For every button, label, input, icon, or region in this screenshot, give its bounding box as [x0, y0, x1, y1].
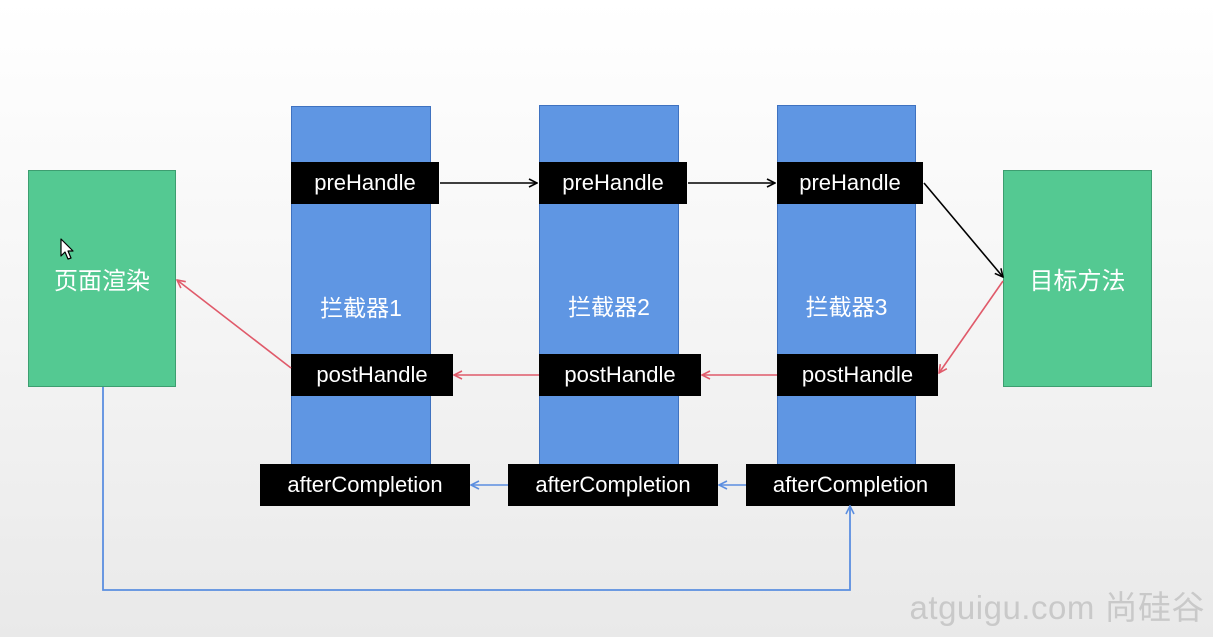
post-handle-2: postHandle	[539, 354, 701, 396]
post-handle-3: postHandle	[777, 354, 938, 396]
interceptor-3-label: 拦截器3	[805, 294, 888, 320]
target-method-label: 目标方法	[1029, 268, 1126, 295]
post-arrow-1-to-render	[177, 280, 292, 369]
after-arrow-render-to-3	[102, 387, 850, 591]
post-handle-1: postHandle	[291, 354, 453, 396]
page-render-box: 页面渲染	[28, 170, 176, 387]
interceptor-2-label: 拦截器2	[568, 294, 650, 320]
pre-handle-3: preHandle	[777, 162, 923, 204]
after-completion-2: afterCompletion	[508, 464, 718, 506]
mouse-cursor-icon	[60, 238, 74, 260]
pre-handle-2: preHandle	[539, 162, 687, 204]
after-completion-1: afterCompletion	[260, 464, 470, 506]
post-arrow-target-to-3	[939, 280, 1004, 373]
pre-arrow-3-to-target	[923, 182, 1003, 277]
interceptor-1-label: 拦截器1	[320, 294, 402, 321]
page-render-label: 页面渲染	[54, 268, 150, 295]
pre-handle-1: preHandle	[291, 162, 439, 204]
after-completion-3: afterCompletion	[746, 464, 955, 506]
watermark: atguigu.com 尚硅谷	[909, 589, 1205, 626]
target-method-box: 目标方法	[1003, 170, 1152, 387]
